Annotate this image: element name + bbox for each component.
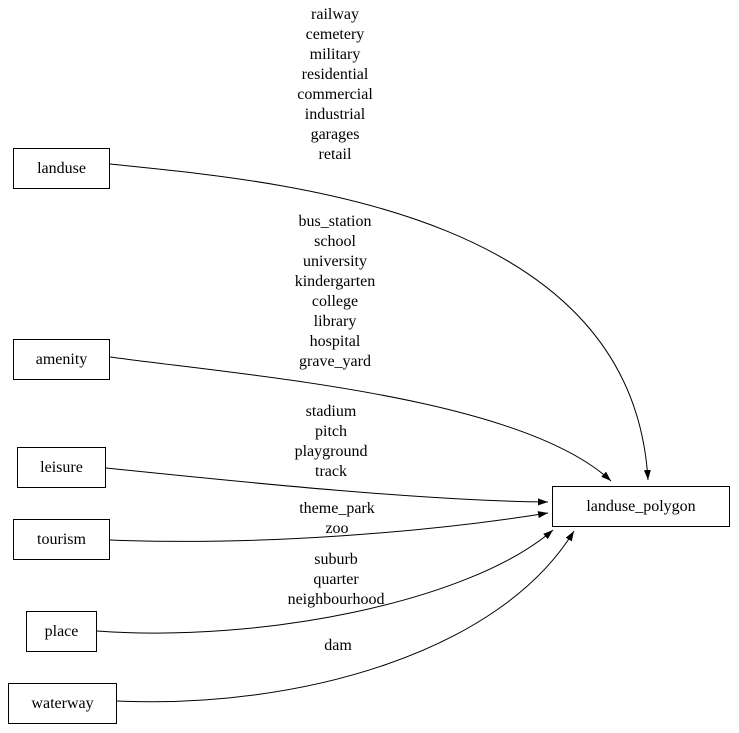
edge-label-waterway-values: dam bbox=[324, 637, 352, 654]
edge-label-leisure-values: stadium pitch playground track bbox=[294, 403, 368, 480]
edge-tourism-to-landuse-polygon bbox=[109, 511, 549, 542]
node-place: place bbox=[26, 611, 97, 652]
edge-amenity-to-landuse-polygon bbox=[109, 356, 612, 482]
edge-label-landuse-values: railway cemetery military residential co… bbox=[297, 6, 373, 163]
edge-leisure-to-landuse-polygon bbox=[105, 467, 549, 506]
node-tourism: tourism bbox=[13, 519, 110, 560]
edge-label-amenity-values: bus_station school university kindergart… bbox=[294, 213, 376, 370]
edge-label-tourism-values: theme_park zoo bbox=[299, 500, 375, 537]
edge-label-place-values: suburb quarter neighbourhood bbox=[287, 551, 385, 608]
node-leisure: leisure bbox=[17, 447, 106, 488]
node-waterway: waterway bbox=[8, 683, 117, 724]
node-landuse: landuse bbox=[13, 148, 110, 189]
node-amenity: amenity bbox=[13, 339, 110, 380]
edge-landuse-to-landuse-polygon bbox=[109, 163, 651, 481]
edge-waterway-to-landuse-polygon bbox=[116, 530, 575, 703]
edge-place-to-landuse-polygon bbox=[96, 529, 554, 634]
node-landuse-polygon: landuse_polygon bbox=[552, 486, 730, 527]
